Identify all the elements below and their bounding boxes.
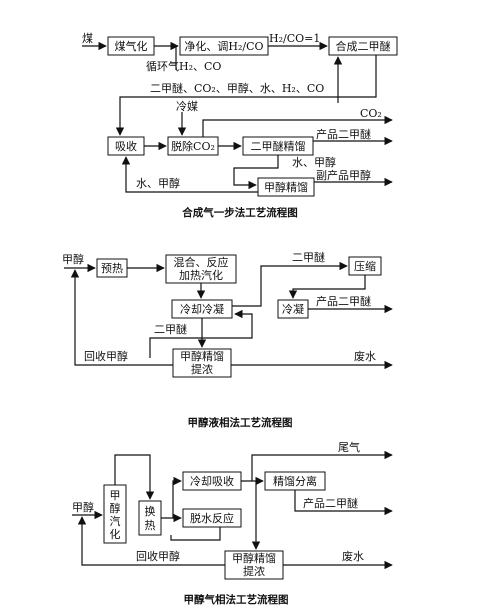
label-coolant: 冷媒: [176, 100, 198, 113]
label-co2: CO₂: [360, 107, 382, 120]
label-tail-gas: 尾气: [338, 440, 360, 454]
label-wastewater: 废水: [354, 349, 376, 363]
flow-tail-gas-out: [251, 450, 393, 481]
label-product-dme: 产品二甲醚: [316, 294, 371, 308]
label-dme-mid: 二甲醚: [154, 322, 187, 336]
label-product-dme: 产品二甲醚: [316, 127, 371, 141]
diagram-liquid-phase-methanol: 预热 混合、反应 加热汽化 冷却冷凝 压缩 冷凝 甲醇精馏 提浓 甲醇 二甲醚 …: [62, 250, 393, 429]
label-water-methanol-2: 水、甲醇: [136, 176, 180, 190]
box-vaporize-char3: 汽: [110, 514, 121, 528]
flow-exchange-to-cool: [161, 476, 182, 519]
box-cool-absorb-label: 冷却吸收: [190, 474, 234, 488]
flow-dehydrate-return: [170, 527, 221, 541]
label-coal: 煤: [82, 32, 93, 45]
diagram3-title: 甲醇气相法工艺流程图: [184, 593, 289, 606]
box-heat-exchange-char2: 热: [145, 519, 156, 532]
box-distill-line1: 甲醇精馏: [232, 551, 276, 565]
box-vaporize-char4: 化: [110, 527, 121, 541]
box-co2-removal-label: 脱除CO₂: [171, 139, 215, 153]
box-preheat-label: 预热: [101, 262, 123, 275]
label-methanol: 甲醇: [62, 252, 84, 266]
diagram1-title: 合成气一步法工艺流程图: [181, 206, 298, 219]
label-byproduct-methanol: 副产品甲醇: [316, 168, 371, 182]
flow-to-methanol-distill: [233, 155, 279, 190]
flow-cool-to-compress: [232, 261, 348, 307]
box-dehydration: [182, 508, 242, 528]
label-recycle-gas: 循环气H₂、CO: [146, 59, 221, 73]
box-distill-separate-label: 精馏分离: [273, 474, 317, 488]
box-dme-distillation-label: 二甲醚精馏: [251, 139, 306, 153]
box-absorption-label: 吸收: [115, 139, 137, 153]
box-methanol-distillation-label: 甲醇精馏: [264, 180, 308, 194]
box-mix-react-line2: 加热汽化: [179, 268, 223, 282]
box-mix-react-line1: 混合、反应: [174, 255, 229, 269]
box-coal-gasification-label: 煤气化: [115, 39, 148, 53]
label-wastewater: 废水: [342, 549, 364, 563]
box-dme-synthesis: [328, 36, 398, 56]
label-recycle-methanol: 回收甲醇: [136, 549, 180, 563]
box-methanol-distillation: [257, 177, 315, 197]
label-mixture: 二甲醚、CO₂、甲醇、水、H₂、CO: [150, 81, 324, 95]
diagram-gas-phase-methanol: 甲 醇 汽 化 换 热 冷却吸收 脱水反应 精馏分离 甲醇精馏 提浓 甲醇 尾气…: [72, 440, 393, 606]
label-h2co-ratio: H₂/CO=1: [269, 32, 320, 45]
flow-compress-to-condense: [288, 275, 366, 299]
box-methanol-distill-concentrate: [172, 348, 232, 378]
box-cool-condense-label: 冷却冷凝: [180, 302, 224, 316]
flow-product-dme-out: [294, 490, 393, 516]
box-purify-adjust-label: 净化、调H₂/CO: [184, 39, 263, 53]
box-distill-line2: 提浓: [243, 565, 265, 578]
flow-co2-out: [202, 115, 393, 137]
flow-synthesis-to-absorb: [115, 55, 377, 136]
box-distill-line2: 提浓: [191, 363, 213, 376]
box-condense-label: 冷凝: [282, 302, 304, 316]
box-compress-label: 压缩: [354, 260, 376, 273]
flow-dme-return: [149, 309, 253, 358]
box-heat-exchange-char1: 换: [145, 504, 156, 518]
box-distill-line1: 甲醇精馏: [180, 349, 224, 363]
flow-water-methanol-return: [121, 156, 258, 193]
box-dme-synthesis-label: 合成二甲醚: [336, 39, 391, 53]
label-dme-top: 二甲醚: [292, 250, 325, 264]
box-mix-react: [165, 254, 237, 284]
diagram-syngas-one-step: 煤气化 净化、调H₂/CO 合成二甲醚 吸收 脱除CO₂ 二甲醚精馏 甲醇精馏 …: [82, 32, 398, 219]
label-recycle-methanol: 回收甲醇: [84, 349, 128, 363]
box-vaporize-char2: 醇: [110, 501, 121, 515]
label-product-dme: 产品二甲醚: [303, 496, 358, 510]
label-water-methanol-1: 水、甲醇: [292, 155, 336, 169]
box-vaporize-char1: 甲: [110, 489, 121, 502]
flow-recycle-methanol: [70, 269, 173, 366]
label-methanol: 甲醇: [72, 500, 94, 514]
box-dehydration-label: 脱水反应: [190, 511, 234, 525]
flow-vaporize-to-exchange: [114, 454, 155, 500]
diagram2-title: 甲醇液相法工艺流程图: [188, 416, 293, 429]
flow-recycle-methanol: [77, 516, 225, 566]
